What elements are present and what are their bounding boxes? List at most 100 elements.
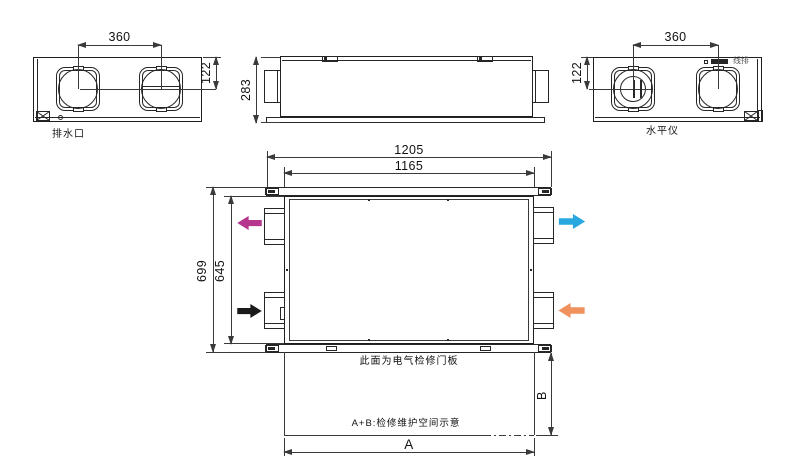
dimension-line-122 (213, 56, 219, 90)
hanger-clip-mark (324, 57, 327, 61)
electric-panel-note: 此面为电气检修门板 (359, 356, 459, 367)
dim-label-360: 360 (108, 30, 131, 44)
mounting-bracket (265, 345, 279, 352)
drain-port-icon (36, 111, 50, 121)
hanger-clip (322, 56, 338, 62)
mounting-plate (266, 187, 551, 196)
panel-edge-line (35, 117, 200, 118)
seam-mark (368, 339, 370, 341)
duct-stub (264, 208, 285, 245)
extension-line (551, 151, 552, 187)
extension-line (536, 435, 558, 436)
bracket-slot (268, 190, 275, 193)
service-area-edge (284, 435, 484, 436)
mounting-bracket (538, 345, 552, 352)
airflow-arrow-left-icon (558, 303, 585, 318)
terminal-screw (704, 60, 708, 64)
dim-label-122: 122 (570, 61, 584, 85)
plate-tab (480, 346, 491, 351)
terminal-block (711, 59, 728, 64)
airflow-arrow-left-icon (237, 216, 262, 230)
extension-line (633, 45, 634, 89)
dim-label-283: 283 (239, 78, 253, 102)
unit-body-outline (284, 196, 534, 344)
extension-line (534, 167, 535, 187)
mounting-plate (266, 344, 551, 353)
duct-stub (532, 70, 549, 103)
seam-mark (286, 269, 288, 271)
side-tab (758, 110, 763, 122)
extension-line (534, 438, 535, 456)
seam-mark (530, 269, 532, 271)
dim-label-699: 699 (195, 259, 209, 283)
drain-screw-dot (58, 115, 63, 120)
dim-label-A: A (404, 437, 414, 452)
duct-stub (264, 70, 281, 103)
dim-label-1205: 1205 (394, 143, 424, 157)
seam-mark (368, 199, 370, 201)
dim-label-B: B (535, 391, 549, 401)
extension-line (203, 57, 221, 58)
unit-body-inner-line (289, 199, 529, 341)
duct-stub (533, 207, 554, 244)
dim-label-645: 645 (213, 259, 227, 283)
plate-tab (326, 346, 337, 351)
extension-line (284, 438, 285, 456)
airflow-arrow-right-icon (558, 214, 586, 229)
service-area-breakline (484, 435, 534, 436)
dim-label-360: 360 (664, 30, 687, 44)
mounting-bracket (538, 188, 552, 195)
level-vial-line (633, 80, 635, 98)
dimension-line-360 (632, 42, 719, 48)
duct-stub-line (265, 323, 284, 324)
extension-line (267, 151, 268, 187)
seam-mark (447, 339, 449, 341)
mounting-plate (266, 117, 545, 123)
corner-bracket-icon (744, 111, 758, 121)
dimension-line-B (548, 352, 554, 436)
dimension-line-122 (584, 56, 590, 90)
dimension-line-1165 (283, 170, 535, 176)
port-centerline (80, 89, 216, 90)
dimension-line-1205 (266, 154, 552, 160)
duct-stub-line (534, 238, 553, 239)
extension-line (284, 167, 285, 187)
extension-line (78, 45, 79, 89)
panel-edge-line (282, 60, 531, 61)
dimension-line-645 (228, 195, 234, 345)
level-gauge-label: 水平仪 (646, 126, 679, 137)
extension-line (589, 89, 615, 90)
extension-line (581, 57, 593, 58)
extension-line (261, 122, 280, 123)
service-space-note: A+B:检修维护空间示意 (351, 418, 461, 429)
bracket-slot (542, 347, 549, 350)
bracket-slot (542, 190, 549, 193)
duct-stub-line (534, 212, 553, 213)
panel-edge-line (595, 117, 760, 118)
extension-line (206, 352, 267, 353)
mounting-bracket (265, 188, 279, 195)
service-area-edge (284, 352, 285, 435)
dimension-line-360 (77, 42, 162, 48)
hanger-clip-mark (479, 57, 482, 61)
dim-label-122: 122 (199, 61, 213, 85)
duct-stub-line (534, 297, 553, 298)
unit-outline (280, 56, 533, 117)
sensor-tab (280, 307, 285, 320)
duct-stub-line (265, 213, 284, 214)
duct-stub-line (265, 239, 284, 240)
service-area-edge (534, 352, 535, 435)
duct-stub-line (265, 297, 284, 298)
extension-line (261, 57, 280, 58)
extension-line (718, 45, 719, 89)
seam-mark (447, 199, 449, 201)
drain-outlet-label: 排水口 (52, 129, 85, 140)
duct-stub (533, 292, 554, 329)
extension-line (224, 343, 284, 344)
dimension-line-699 (210, 186, 216, 353)
panel-edge-line (37, 59, 38, 120)
extension-line (161, 45, 162, 89)
extension-line (224, 196, 284, 197)
level-vial-line (640, 80, 642, 98)
